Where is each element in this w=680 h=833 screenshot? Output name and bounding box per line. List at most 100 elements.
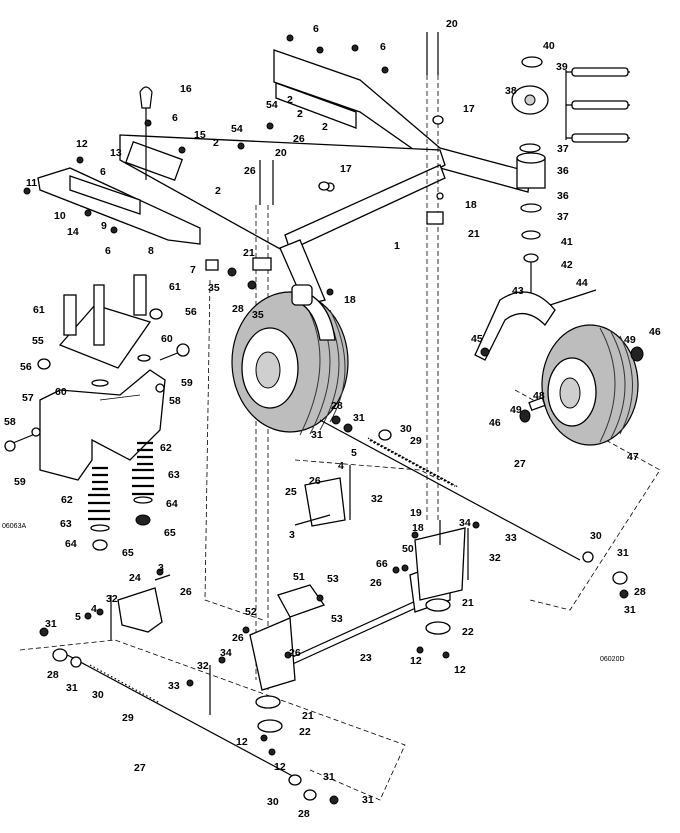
callout-29: 29 bbox=[410, 435, 422, 447]
callout-31: 31 bbox=[624, 604, 636, 616]
callout-47: 47 bbox=[627, 451, 639, 463]
long-bolts bbox=[259, 32, 439, 205]
callout-22: 22 bbox=[299, 726, 311, 738]
callout-40: 40 bbox=[543, 40, 555, 52]
callout-31: 31 bbox=[45, 618, 57, 630]
callout-36: 36 bbox=[557, 190, 569, 202]
callout-32: 32 bbox=[197, 660, 209, 672]
callout-26: 26 bbox=[289, 647, 301, 659]
callout-30: 30 bbox=[92, 689, 104, 701]
callout-31: 31 bbox=[362, 794, 374, 806]
callout-20: 20 bbox=[446, 18, 458, 30]
callout-46: 46 bbox=[489, 417, 501, 429]
callout-16: 16 bbox=[180, 83, 192, 95]
callout-28: 28 bbox=[47, 669, 59, 681]
callout-labels: 1222223344556666678910111212121212131415… bbox=[4, 18, 661, 820]
callout-23: 23 bbox=[360, 652, 372, 664]
callout-31: 31 bbox=[617, 547, 629, 559]
callout-18: 18 bbox=[465, 199, 477, 211]
callout-21: 21 bbox=[462, 597, 474, 609]
caster-stack bbox=[511, 56, 630, 300]
callout-15: 15 bbox=[194, 129, 206, 141]
callout-17: 17 bbox=[340, 163, 352, 175]
spring-rod-lower bbox=[52, 648, 317, 801]
callout-31: 31 bbox=[353, 412, 365, 424]
callout-58: 58 bbox=[169, 395, 181, 407]
callout-65: 65 bbox=[164, 527, 176, 539]
callout-60: 60 bbox=[55, 386, 67, 398]
callout-32: 32 bbox=[371, 493, 383, 505]
drawing-code-right: 06020D bbox=[600, 656, 625, 663]
adjust-rods bbox=[110, 465, 469, 715]
callout-30: 30 bbox=[400, 423, 412, 435]
callout-13: 13 bbox=[110, 147, 122, 159]
caster-wheel bbox=[519, 324, 644, 446]
callout-17: 17 bbox=[463, 103, 475, 115]
callout-53: 53 bbox=[331, 613, 343, 625]
callout-3: 3 bbox=[158, 562, 164, 574]
main-frame bbox=[119, 49, 531, 306]
callout-6: 6 bbox=[105, 245, 111, 257]
callout-2: 2 bbox=[213, 137, 219, 149]
callout-33: 33 bbox=[168, 680, 180, 692]
callout-44: 44 bbox=[576, 277, 588, 289]
callout-6: 6 bbox=[100, 166, 106, 178]
callout-27: 27 bbox=[514, 458, 526, 470]
callout-64: 64 bbox=[65, 538, 77, 550]
callout-6: 6 bbox=[380, 41, 386, 53]
callout-4: 4 bbox=[91, 603, 97, 615]
callout-31: 31 bbox=[66, 682, 78, 694]
bellcrank-25 bbox=[294, 477, 346, 527]
callout-30: 30 bbox=[590, 530, 602, 542]
callout-26: 26 bbox=[370, 577, 382, 589]
callout-51: 51 bbox=[293, 571, 305, 583]
callout-55: 55 bbox=[32, 335, 44, 347]
callout-6: 6 bbox=[172, 112, 178, 124]
callout-54: 54 bbox=[266, 99, 278, 111]
callout-53: 53 bbox=[327, 573, 339, 585]
callout-21: 21 bbox=[243, 247, 255, 259]
callout-46: 46 bbox=[649, 326, 661, 338]
callout-8: 8 bbox=[148, 245, 154, 257]
callout-32: 32 bbox=[106, 593, 118, 605]
callout-26: 26 bbox=[232, 632, 244, 644]
callout-3: 3 bbox=[289, 529, 295, 541]
callout-60: 60 bbox=[161, 333, 173, 345]
callout-19: 19 bbox=[410, 507, 422, 519]
callout-21: 21 bbox=[302, 710, 314, 722]
callout-12: 12 bbox=[274, 761, 286, 773]
callout-64: 64 bbox=[166, 498, 178, 510]
callout-38: 38 bbox=[505, 85, 517, 97]
callout-4: 4 bbox=[338, 460, 344, 472]
callout-49: 49 bbox=[624, 334, 636, 346]
callout-5: 5 bbox=[75, 611, 81, 623]
callout-31: 31 bbox=[311, 429, 323, 441]
callout-65: 65 bbox=[122, 547, 134, 559]
callout-21: 21 bbox=[468, 228, 480, 240]
callout-36: 36 bbox=[557, 165, 569, 177]
callout-52: 52 bbox=[245, 606, 257, 618]
callout-63: 63 bbox=[168, 469, 180, 481]
callout-14: 14 bbox=[67, 226, 79, 238]
callout-43: 43 bbox=[512, 285, 524, 297]
callout-48: 48 bbox=[533, 390, 545, 402]
callout-12: 12 bbox=[236, 736, 248, 748]
callout-28: 28 bbox=[634, 586, 646, 598]
callout-20: 20 bbox=[275, 147, 287, 159]
springs-left bbox=[88, 441, 154, 551]
callout-29: 29 bbox=[122, 712, 134, 724]
callout-37: 37 bbox=[557, 143, 569, 155]
callout-9: 9 bbox=[101, 220, 107, 232]
callout-56: 56 bbox=[185, 306, 197, 318]
callout-30: 30 bbox=[267, 796, 279, 808]
callout-2: 2 bbox=[322, 121, 328, 133]
callout-18: 18 bbox=[344, 294, 356, 306]
lift-arm-left bbox=[249, 617, 296, 733]
callout-11: 11 bbox=[26, 177, 37, 189]
callout-35: 35 bbox=[252, 309, 264, 321]
callout-2: 2 bbox=[215, 185, 221, 197]
callout-5: 5 bbox=[351, 447, 357, 459]
callout-28: 28 bbox=[232, 303, 244, 315]
callout-28: 28 bbox=[331, 400, 343, 412]
